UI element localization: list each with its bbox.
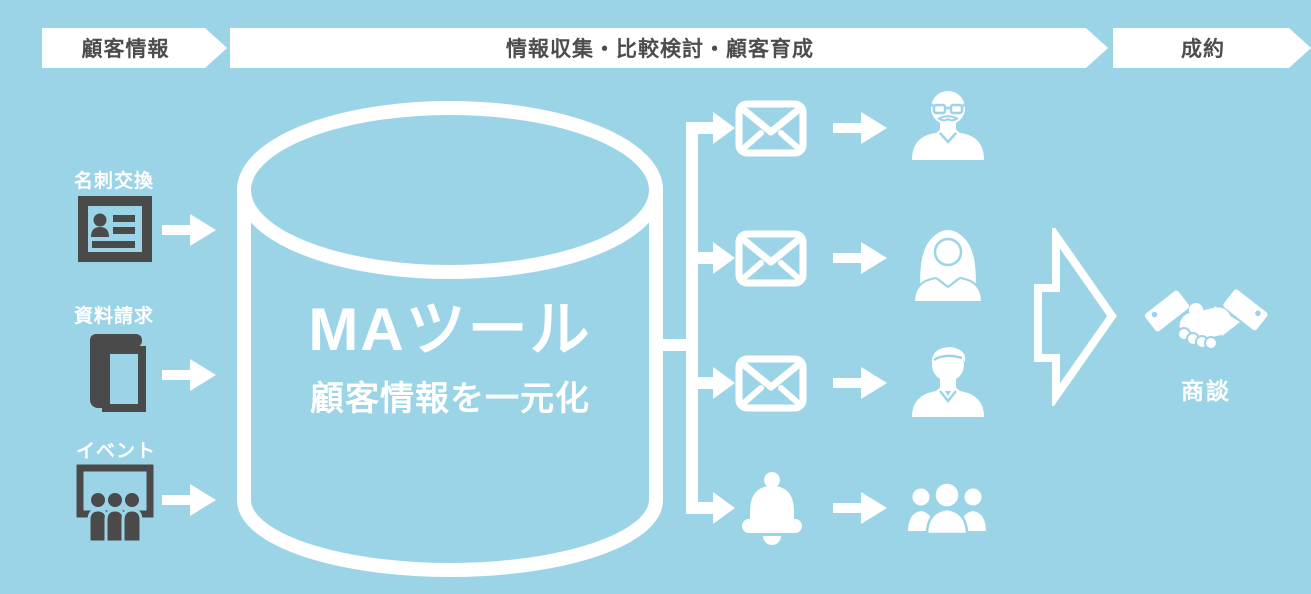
arrow-right-icon [162, 484, 216, 516]
mail-icon [735, 100, 807, 157]
banner-nurturing-label: 情報収集・比較検討・顧客育成 [506, 38, 814, 61]
banner-contract-label: 成約 [1181, 38, 1225, 61]
persona-group-icon [905, 482, 989, 534]
arrow-right-icon [162, 359, 216, 391]
arrow-right-icon [833, 367, 887, 399]
banner-nurturing: 情報収集・比較検討・顧客育成 [230, 28, 1108, 68]
persona-senior-man-icon [912, 91, 984, 160]
database-title: MAツール [308, 296, 592, 363]
persona-business-woman-icon [912, 230, 984, 303]
arrow-right-icon [162, 214, 216, 246]
business-card-icon [78, 196, 152, 262]
mail-icon [735, 355, 807, 412]
source-label-event: イベント [76, 441, 157, 462]
event-audience-icon [76, 464, 154, 544]
arrow-right-icon [833, 112, 887, 144]
arrow-right-icon [833, 242, 887, 274]
source-label-document-request: 資料請求 [74, 306, 155, 327]
big-outline-arrow-icon [1034, 228, 1117, 406]
outcome-label: 商談 [1181, 378, 1231, 404]
arrow-right-icon [833, 492, 887, 524]
banner-contract: 成約 [1113, 28, 1311, 68]
document-request-book-icon [90, 334, 146, 412]
banner-customer-info: 顧客情報 [42, 28, 227, 68]
persona-business-man-icon [912, 347, 984, 417]
database-subtitle: 顧客情報を一元化 [310, 380, 590, 418]
branch-connector [655, 112, 735, 524]
handshake-icon [1144, 289, 1268, 350]
database-cylinder [237, 101, 663, 577]
bell-icon [742, 472, 802, 545]
mail-icon [735, 230, 807, 287]
source-label-business-card: 名刺交換 [74, 171, 155, 192]
banner-customer-info-label: 顧客情報 [81, 38, 170, 61]
